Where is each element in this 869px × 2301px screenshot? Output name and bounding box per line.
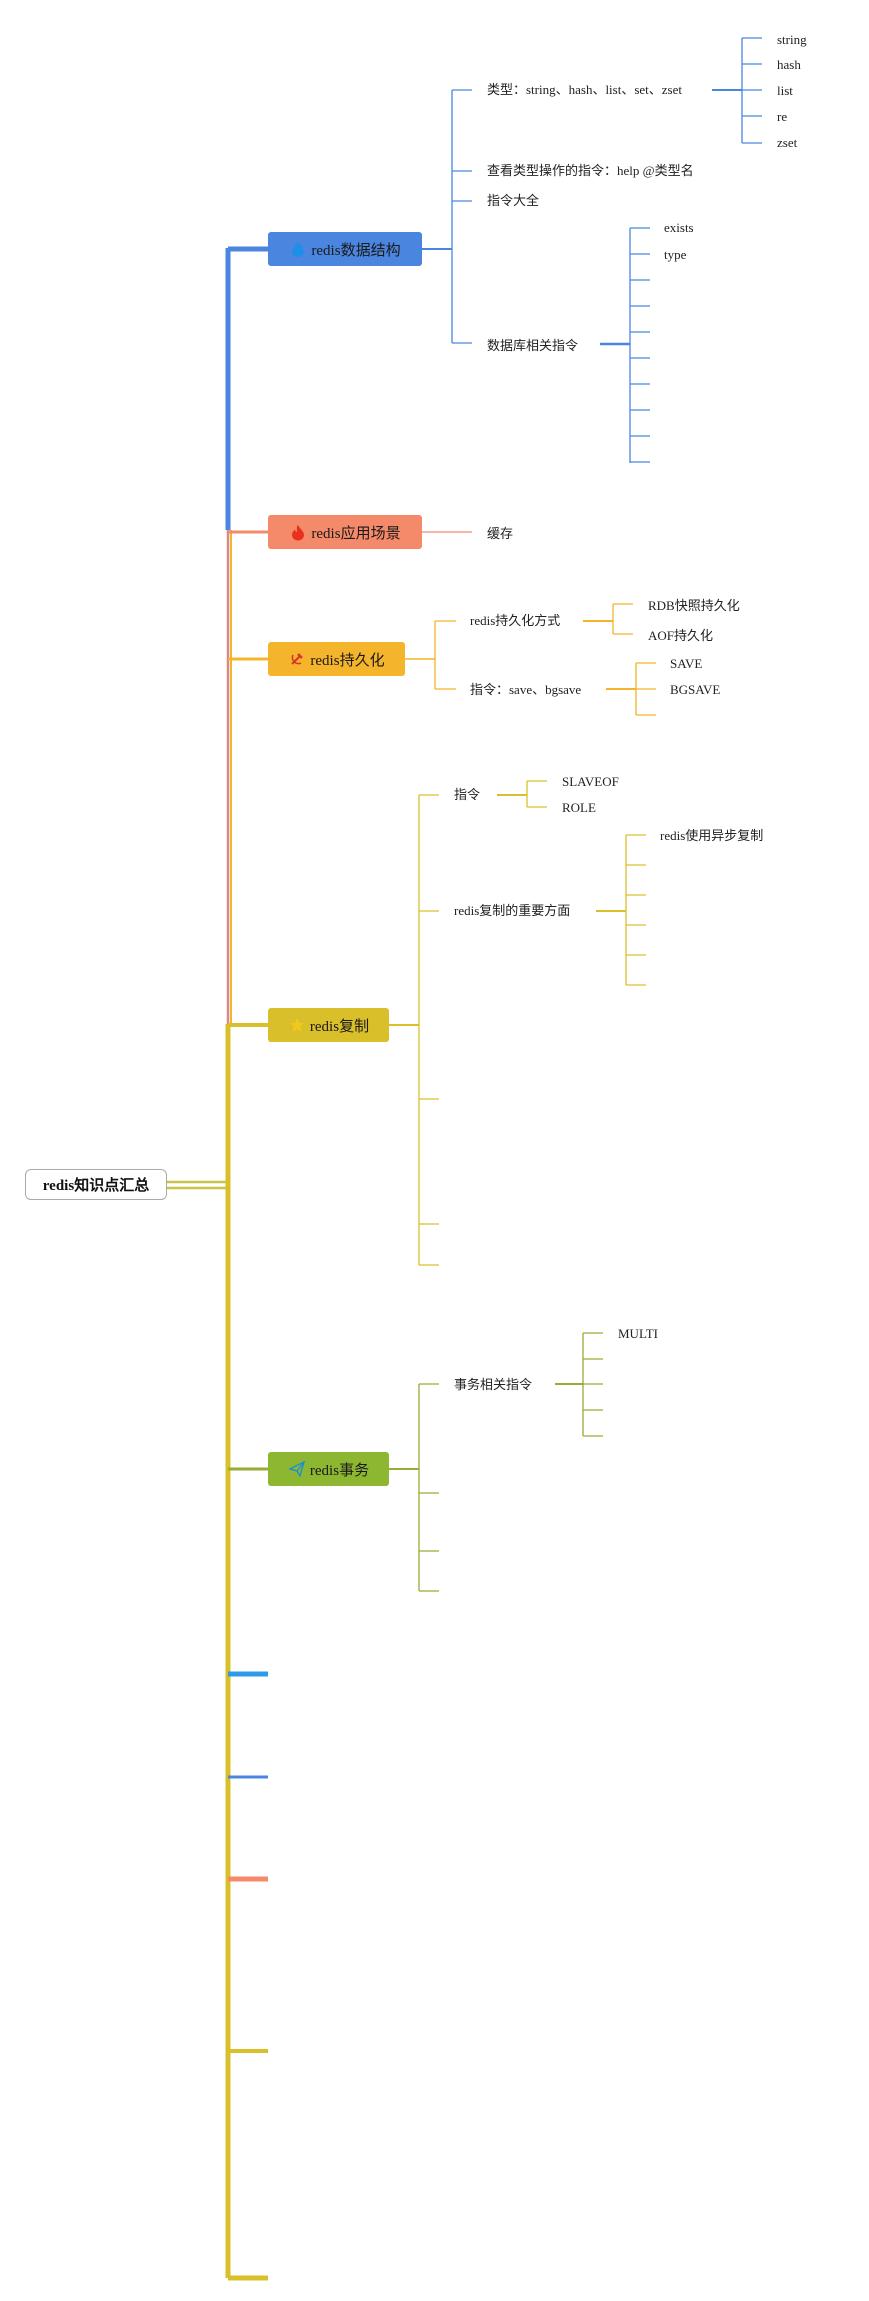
- topic-use-cases[interactable]: redis应用场景: [268, 515, 422, 549]
- type-item-label: list: [777, 83, 793, 98]
- type-item-zset[interactable]: zset: [777, 134, 797, 152]
- db-commands-node[interactable]: 数据库相关指令: [487, 337, 578, 355]
- type-item-label: zset: [777, 135, 798, 150]
- save-command-label: SAVE: [670, 656, 703, 671]
- help-command-label: 查看类型操作的指令：help @类型名: [487, 163, 694, 178]
- replication-commands-label: 指令: [454, 787, 481, 802]
- star-icon: [288, 1016, 306, 1034]
- aof-label: AOF持久化: [648, 628, 714, 643]
- topic-replication[interactable]: redis复制: [268, 1008, 389, 1042]
- persistence-methods-node[interactable]: redis持久化方式: [470, 612, 560, 630]
- role-node[interactable]: ROLE: [562, 799, 596, 817]
- all-commands-label: 指令大全: [487, 193, 540, 208]
- topic-replication-label: redis复制: [309, 1018, 370, 1035]
- multi-command-label: MULTI: [618, 1326, 658, 1341]
- topic-persistence-label: redis持久化: [310, 652, 385, 669]
- topic-data-structures-label: redis数据结构: [311, 242, 401, 259]
- water-drop-icon: [289, 240, 307, 258]
- transaction-commands-node[interactable]: 事务相关指令: [454, 1376, 532, 1394]
- types-label: 类型：string、hash、list、set、zset: [487, 82, 682, 97]
- slaveof-label: SLAVEOF: [562, 774, 619, 789]
- db-command-label: exists: [664, 220, 694, 235]
- fire-icon: [289, 523, 307, 541]
- type-item-hash[interactable]: hash: [777, 56, 801, 74]
- bgsave-command-label: BGSAVE: [670, 682, 721, 697]
- save-command-node[interactable]: SAVE: [670, 655, 702, 673]
- async-replication-node[interactable]: redis使用异步复制: [660, 827, 763, 845]
- rdb-snapshot-node[interactable]: RDB快照持久化: [648, 597, 740, 615]
- multi-command-node[interactable]: MULTI: [618, 1325, 658, 1343]
- type-item-label: hash: [777, 57, 801, 72]
- transaction-commands-label: 事务相关指令: [454, 1377, 533, 1392]
- root-node[interactable]: redis知识点汇总: [25, 1169, 167, 1200]
- slaveof-node[interactable]: SLAVEOF: [562, 773, 619, 791]
- type-item-label: re: [777, 109, 788, 124]
- replication-aspects-label: redis复制的重要方面: [454, 903, 571, 918]
- cache-node[interactable]: 缓存: [487, 525, 513, 543]
- db-command-type[interactable]: type: [664, 246, 686, 264]
- types-node[interactable]: 类型：string、hash、list、set、zset: [487, 81, 682, 99]
- persistence-commands-node[interactable]: 指令：save、bgsave: [470, 681, 581, 699]
- persistence-commands-label: 指令：save、bgsave: [470, 682, 582, 697]
- async-replication-label: redis使用异步复制: [660, 828, 764, 843]
- paper-plane-icon: [288, 1460, 306, 1478]
- db-command-label: type: [664, 247, 687, 262]
- type-item-list[interactable]: list: [777, 82, 793, 100]
- topic-data-structures[interactable]: redis数据结构: [268, 232, 422, 266]
- persistence-methods-label: redis持久化方式: [470, 613, 561, 628]
- hammer-sickle-icon: [288, 650, 306, 668]
- type-item-label: string: [777, 32, 807, 47]
- topic-transactions[interactable]: redis事务: [268, 1452, 389, 1486]
- cache-label: 缓存: [487, 526, 514, 541]
- root-label: redis知识点汇总: [42, 1178, 150, 1194]
- topic-transactions-label: redis事务: [309, 1462, 370, 1479]
- db-commands-label: 数据库相关指令: [487, 338, 579, 353]
- help-command-node[interactable]: 查看类型操作的指令：help @类型名: [487, 162, 694, 180]
- type-item-re[interactable]: re: [777, 108, 787, 126]
- aof-node[interactable]: AOF持久化: [648, 627, 713, 645]
- replication-commands-node[interactable]: 指令: [454, 786, 480, 804]
- topic-use-cases-label: redis应用场景: [311, 525, 401, 542]
- all-commands-node[interactable]: 指令大全: [487, 192, 539, 210]
- replication-aspects-node[interactable]: redis复制的重要方面: [454, 902, 570, 920]
- topic-persistence[interactable]: redis持久化: [268, 642, 405, 676]
- rdb-snapshot-label: RDB快照持久化: [648, 598, 740, 613]
- type-item-string[interactable]: string: [777, 31, 807, 49]
- db-command-exists[interactable]: exists: [664, 219, 694, 237]
- role-label: ROLE: [562, 800, 596, 815]
- bgsave-command-node[interactable]: BGSAVE: [670, 681, 720, 699]
